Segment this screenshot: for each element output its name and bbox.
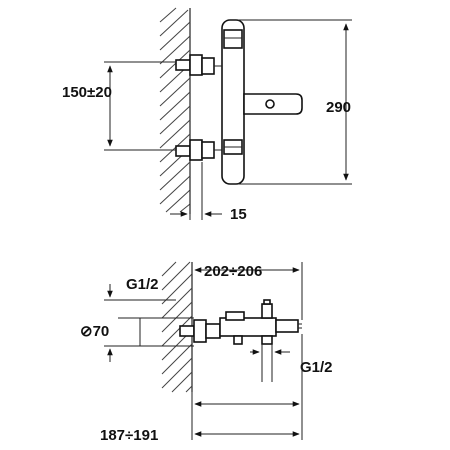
dim-outlet-reach-label: 202÷206 — [204, 263, 262, 280]
side-view: 202÷206 G1/2 ⊘70 G1/2 — [80, 261, 333, 444]
dim-inlet-thread: G1/2 — [104, 276, 176, 362]
dim-total-height-label: 290 — [326, 99, 351, 116]
dim-total-height: 290 — [238, 19, 352, 185]
inlet-pipe — [118, 317, 195, 347]
front-view: 150±20 290 15 — [62, 7, 352, 223]
mixer-body — [214, 19, 245, 185]
dim-eccentric-spacing: 150±20 — [62, 61, 176, 151]
dim-eccentric-spacing-label: 150±20 — [62, 84, 112, 101]
spout — [243, 93, 303, 115]
dim-wall-offset: 15 — [170, 162, 247, 223]
dim-outlet-thread-label: G1/2 — [300, 359, 333, 376]
dim-square-size-label: ⊘70 — [80, 323, 109, 340]
dim-square-size: ⊘70 — [80, 318, 141, 346]
dim-wall-offset-label: 15 — [230, 206, 247, 223]
dim-outlet-thread: G1/2 — [250, 344, 333, 382]
dim-inlet-thread-label: G1/2 — [126, 276, 159, 293]
mixer-side-body — [193, 299, 302, 345]
dim-total-depth: 187÷191 — [100, 334, 303, 444]
dim-total-depth-label: 187÷191 — [100, 427, 158, 444]
lower-inlet-connector — [175, 139, 215, 161]
dim-outlet-reach: 202÷206 — [191, 262, 303, 320]
front-wall-hatching — [159, 7, 191, 214]
